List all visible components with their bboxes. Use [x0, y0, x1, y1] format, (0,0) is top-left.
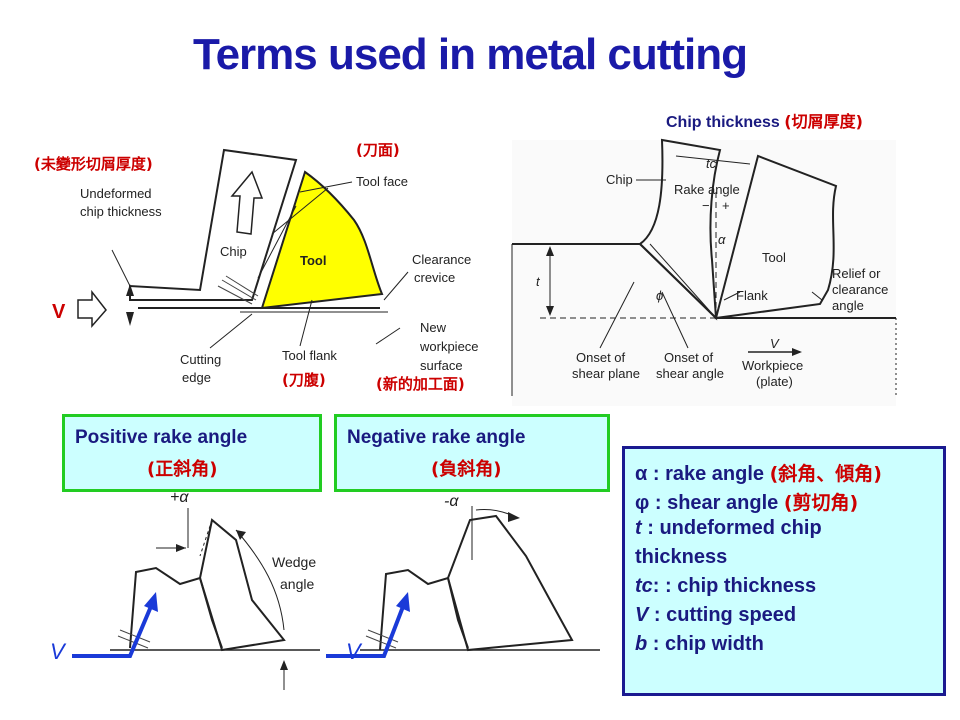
legend-tc-symbol: tc [635, 575, 653, 597]
legend-undeformed-text: : undeformed chip [641, 517, 822, 539]
alpha-label-right: α [718, 232, 726, 247]
new-surface-label-2: workpiece [420, 339, 479, 354]
relief-label-1: Relief or [832, 266, 881, 281]
legend-cutting-speed-text: : cutting speed [648, 604, 797, 626]
negative-rake-zh-label: (負斜角) [431, 459, 502, 480]
v-arrow-blue-left [72, 603, 154, 658]
legend-rake-symbol: α [635, 463, 648, 485]
negative-rake-label: Negative rake angle [347, 427, 526, 448]
tool-flank-zh-label: (刀腹) [282, 371, 326, 389]
minus-alpha-label: -α [444, 493, 459, 510]
legend-thickness: thickness [635, 546, 728, 568]
tool-face-label: Tool face [356, 174, 409, 189]
legend-shear-zh: (剪切角) [783, 492, 859, 514]
negative-rake-box: Negative rake angle (負斜角) [334, 414, 610, 492]
relief-label-2: clearance [832, 282, 889, 297]
onset-angle-label-1: Onset of [664, 350, 714, 365]
legend-rake-angle: α : rake angle (斜角、傾角) [635, 459, 882, 486]
positive-rake-box: Positive rake angle (正斜角) [62, 414, 322, 492]
wedge-label-2: angle [280, 576, 315, 592]
symbol-legend: α : rake angle (斜角、傾角) φ : shear angle (… [622, 446, 946, 696]
page-title: Terms used in metal cutting [192, 30, 748, 79]
legend-shear-text: : shear angle [649, 492, 784, 514]
workpiece-label-2: (plate) [756, 374, 793, 389]
chip-shape [129, 148, 298, 301]
minus-sign: − [702, 198, 710, 213]
t-label: t [536, 274, 540, 289]
tool-flank-label: Tool flank [282, 348, 337, 363]
legend-chip-width: b : chip width [635, 633, 764, 656]
plus-sign: + [722, 198, 730, 213]
clearance-label-2: crevice [414, 270, 456, 285]
legend-undeformed: t : undeformed chip [635, 517, 822, 540]
tool-shape-right [714, 154, 838, 320]
plus-alpha-label: +α [170, 489, 189, 506]
legend-v-symbol: V [635, 604, 649, 626]
legend-t-symbol: t [635, 517, 642, 539]
tool-label: Tool [300, 253, 327, 268]
cutting-edge-label-2: edge [182, 370, 211, 385]
legend-shear-symbol: φ [635, 492, 650, 514]
v-arrow-blue-mid [326, 603, 406, 658]
relief-label-3: angle [832, 298, 864, 313]
chip-label-right: Chip [606, 172, 633, 187]
chip-thickness-heading-zh: (切屑厚度) [784, 112, 863, 131]
tool-label-right: Tool [762, 250, 786, 265]
onset-plane-label-1: Onset of [576, 350, 626, 365]
chip-shape-right [638, 138, 722, 321]
legend-shear-angle: φ : shear angle (剪切角) [635, 488, 858, 515]
positive-rake-label: Positive rake angle [75, 427, 248, 448]
new-surface-zh-label: (新的加工面) [376, 375, 465, 393]
positive-rake-zh-label: (正斜角) [147, 459, 218, 480]
tool-face-zh-label: (刀面) [356, 141, 400, 159]
tool-shape [260, 170, 384, 310]
chip-flow-arrow [230, 170, 264, 235]
undeformed-zh-label: (未變形切屑厚度) [34, 155, 153, 173]
v-arrow [77, 289, 107, 328]
phi-label: ϕ [656, 288, 664, 303]
onset-angle-label-2: shear angle [656, 366, 724, 381]
clearance-label-1: Clearance [412, 252, 472, 267]
legend-chip-thickness: tc: : chip thickness [635, 575, 816, 598]
legend-chip-thickness-text: : : chip thickness [652, 575, 817, 597]
undeformed-label-2: chip thickness [80, 204, 162, 219]
chip-thickness-heading-en: Chip thickness [666, 114, 785, 131]
onset-plane-label-2: shear plane [572, 366, 640, 381]
v-label-blue-left: V [50, 639, 65, 664]
wedge-label-1: Wedge [272, 554, 317, 570]
new-surface-label-1: New [420, 320, 447, 335]
legend-cutting-speed: V : cutting speed [635, 604, 796, 627]
v-label-blue-mid: V [346, 639, 361, 664]
tc-label: tc [706, 156, 717, 171]
chip-label: Chip [220, 244, 247, 259]
chip-thickness-heading: Chip thickness (切屑厚度) [666, 114, 863, 131]
v-label: V [52, 301, 66, 323]
rake-angle-label: Rake angle [674, 182, 740, 197]
cutting-edge-label-1: Cutting [180, 352, 222, 367]
legend-rake-zh: (斜角、傾角) [769, 463, 882, 485]
workpiece-label-1: Workpiece [742, 358, 804, 373]
legend-rake-text: : rake angle [647, 463, 770, 485]
undeformed-label-1: Undeformed [80, 186, 152, 201]
new-surface-label-3: surface [420, 358, 463, 373]
flank-label: Flank [736, 288, 768, 303]
legend-chip-width-text: : chip width [647, 633, 764, 655]
legend-b-symbol: b [635, 633, 648, 655]
v-label-right: V [770, 336, 779, 351]
